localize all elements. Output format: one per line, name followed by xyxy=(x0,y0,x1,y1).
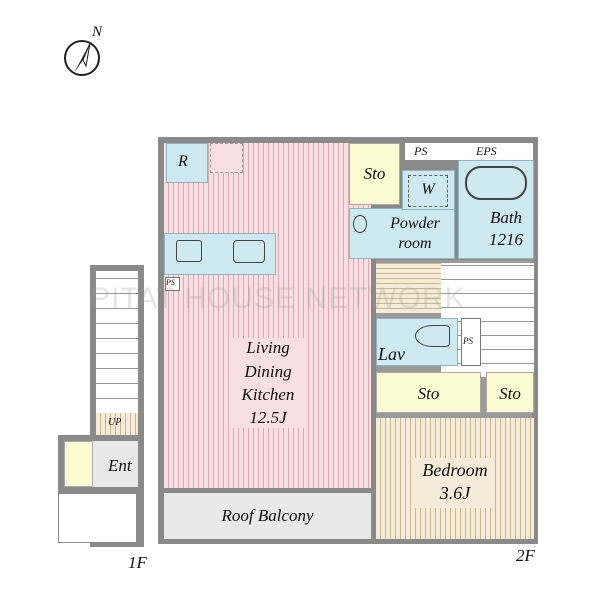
ps-lav-label: PS xyxy=(463,336,473,346)
ps-eps-strip xyxy=(405,143,533,160)
pantry-box xyxy=(210,143,243,173)
bath-size-label: 1216 xyxy=(489,230,523,249)
storage-mid-label: Sto xyxy=(417,384,440,403)
watermark: PITAT HOUSE NETWORK xyxy=(90,282,466,315)
compass-icon xyxy=(62,38,102,78)
shoe-cabinet xyxy=(64,441,93,487)
powder-room-label1: Powder xyxy=(390,215,440,232)
entrance-label: Ent xyxy=(108,456,132,475)
storage-right-label: Sto xyxy=(499,384,521,403)
roof-balcony xyxy=(164,493,371,539)
stairs-1f xyxy=(96,271,138,413)
storage-mid xyxy=(376,372,481,413)
stair-landing xyxy=(376,263,441,313)
lavatory-label: Lav xyxy=(378,344,405,364)
ps-kitchen-box xyxy=(165,277,180,291)
floor-1f-label: 1F xyxy=(128,553,147,572)
toilet-icon xyxy=(415,325,450,347)
storage-top xyxy=(349,143,400,205)
entrance xyxy=(93,441,138,487)
bath-label: Bath xyxy=(489,208,523,227)
bedroom-label: Bedroom xyxy=(422,460,488,480)
floor-2f-label: 2F xyxy=(516,546,535,565)
ps-top-label: PS xyxy=(414,144,428,158)
roof-balcony-label: Roof Balcony xyxy=(221,506,314,525)
stove-icon xyxy=(176,240,202,262)
storage-right xyxy=(486,372,534,413)
washbasin-icon xyxy=(353,215,367,233)
powder-room-label2: room xyxy=(398,235,432,252)
ldk-label-line1: Living xyxy=(246,338,290,357)
bedroom-size: 3.6J xyxy=(439,483,471,503)
up-landing xyxy=(96,413,138,435)
up-label: UP xyxy=(108,417,122,428)
refrigerator-label: R xyxy=(178,153,188,170)
bathtub-icon xyxy=(465,166,527,200)
ldk-room xyxy=(164,143,371,488)
ldk-label-line2: Dining xyxy=(244,362,292,381)
washer-room xyxy=(402,170,455,210)
washer-label: W xyxy=(421,181,435,198)
ldk-label-bg xyxy=(232,338,304,428)
compass-label: N xyxy=(92,24,103,40)
ldk-size: 12.5J xyxy=(249,408,287,427)
ps-kitchen-label: PS xyxy=(166,278,175,287)
sink-icon xyxy=(233,240,265,263)
storage-top-label: Sto xyxy=(363,164,386,183)
refrigerator-space xyxy=(166,143,208,183)
ldk-label-line3: Kitchen xyxy=(241,385,295,404)
porch xyxy=(58,493,141,543)
eps-label: EPS xyxy=(476,144,497,158)
bedroom-label-bg xyxy=(415,458,495,508)
washer-space xyxy=(408,175,448,207)
ps-lav-box xyxy=(461,318,481,366)
